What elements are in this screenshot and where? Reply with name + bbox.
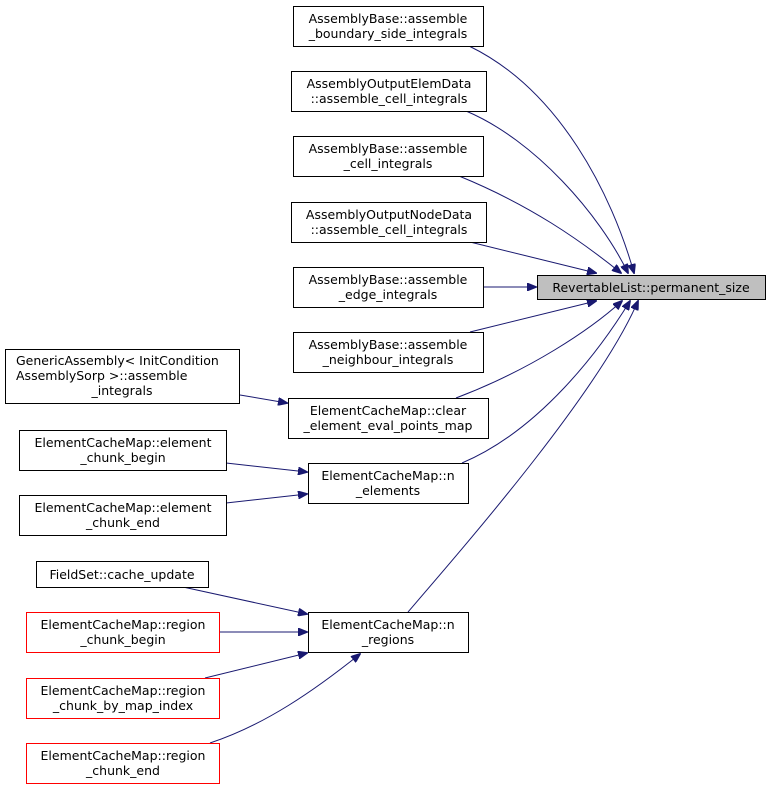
node-target[interactable]: RevertableList::permanent_size: [537, 275, 766, 300]
edge-generic-to-clear: [239, 394, 287, 403]
node-label: AssemblyOutputNodeData: [306, 207, 472, 222]
node-ecb[interactable]: ElementCacheMap::element _chunk_begin: [19, 430, 227, 471]
node-generic[interactable]: GenericAssembly< InitCondition AssemblyS…: [5, 349, 240, 404]
node-label: ElementCacheMap::region: [41, 617, 206, 632]
edge-boundary-to-target: [468, 45, 634, 273]
node-label: _elements: [355, 483, 420, 498]
edge-cell-to-target: [458, 175, 621, 273]
node-label: _chunk_begin: [79, 450, 165, 465]
node-label: _integrals: [91, 383, 153, 398]
node-ece[interactable]: ElementCacheMap::element _chunk_end: [19, 495, 227, 536]
edge-n-elements-to-target: [461, 301, 630, 464]
node-fieldset[interactable]: FieldSet::cache_update: [36, 561, 209, 588]
node-label: ElementCacheMap::region: [41, 748, 206, 763]
node-n-elements[interactable]: ElementCacheMap::n _elements: [308, 463, 469, 504]
node-label: ::assemble_cell_integrals: [311, 91, 468, 106]
node-neighbour[interactable]: AssemblyBase::assemble _neighbour_integr…: [293, 332, 484, 373]
node-rbmi[interactable]: ElementCacheMap::region _chunk_by_map_in…: [26, 678, 220, 719]
node-label: _element_eval_points_map: [303, 418, 473, 433]
edge-neighbour-to-target: [469, 301, 596, 333]
node-label: _boundary_side_integrals: [308, 26, 468, 41]
node-label: ElementCacheMap::element: [35, 435, 212, 450]
node-label: _neighbour_integrals: [322, 352, 454, 367]
edge-elemdata-to-target: [465, 110, 628, 273]
node-label: AssemblyBase::assemble: [309, 141, 468, 156]
node-elemdata[interactable]: AssemblyOutputElemData ::assemble_cell_i…: [291, 71, 487, 112]
node-edge[interactable]: AssemblyBase::assemble _edge_integrals: [293, 267, 484, 308]
node-nodedata[interactable]: AssemblyOutputNodeData ::assemble_cell_i…: [291, 202, 487, 243]
node-label: ::assemble_cell_integrals: [311, 222, 468, 237]
node-rce[interactable]: ElementCacheMap::region _chunk_end: [26, 743, 220, 784]
node-label: _cell_integrals: [343, 156, 433, 171]
edge-fieldset-to-n-regions: [182, 586, 307, 614]
node-label: ElementCacheMap::region: [41, 683, 206, 698]
node-label: AssemblySorp >::assemble: [16, 368, 188, 383]
node-label: AssemblyOutputElemData: [307, 76, 472, 91]
node-label: AssemblyBase::assemble: [309, 272, 468, 287]
node-label: _chunk_by_map_index: [52, 698, 193, 713]
edge-nodedata-to-target: [469, 241, 596, 273]
node-label: GenericAssembly< InitCondition: [16, 353, 219, 368]
edge-rbmi-to-n-regions: [204, 653, 307, 679]
node-label: _chunk_begin: [79, 632, 165, 647]
edge-clear-to-target: [455, 301, 622, 399]
node-label: ElementCacheMap::element: [35, 500, 212, 515]
node-label: ElementCacheMap::clear: [310, 403, 467, 418]
node-n-regions[interactable]: ElementCacheMap::n _regions: [308, 612, 469, 653]
node-label: ElementCacheMap::n: [321, 468, 454, 483]
node-label: _edge_integrals: [338, 287, 437, 302]
node-label: ElementCacheMap::n: [321, 617, 454, 632]
node-label: _regions: [361, 632, 414, 647]
node-label: RevertableList::permanent_size: [552, 280, 750, 295]
node-rcb[interactable]: ElementCacheMap::region _chunk_begin: [26, 612, 220, 653]
edge-rce-to-n-regions: [209, 654, 360, 744]
node-label: AssemblyBase::assemble: [309, 337, 468, 352]
node-boundary[interactable]: AssemblyBase::assemble _boundary_side_in…: [293, 6, 484, 47]
node-label: _chunk_end: [85, 515, 160, 530]
node-label: _chunk_end: [85, 763, 160, 778]
node-clear[interactable]: ElementCacheMap::clear _element_eval_poi…: [288, 398, 489, 439]
node-label: FieldSet::cache_update: [49, 567, 194, 582]
edges: [182, 45, 638, 744]
node-cell[interactable]: AssemblyBase::assemble _cell_integrals: [293, 136, 484, 177]
edge-n-regions-to-target: [407, 301, 638, 613]
edge-ecb-to-n-elements: [225, 462, 307, 472]
edge-ece-to-n-elements: [225, 494, 307, 504]
node-label: AssemblyBase::assemble: [309, 11, 468, 26]
